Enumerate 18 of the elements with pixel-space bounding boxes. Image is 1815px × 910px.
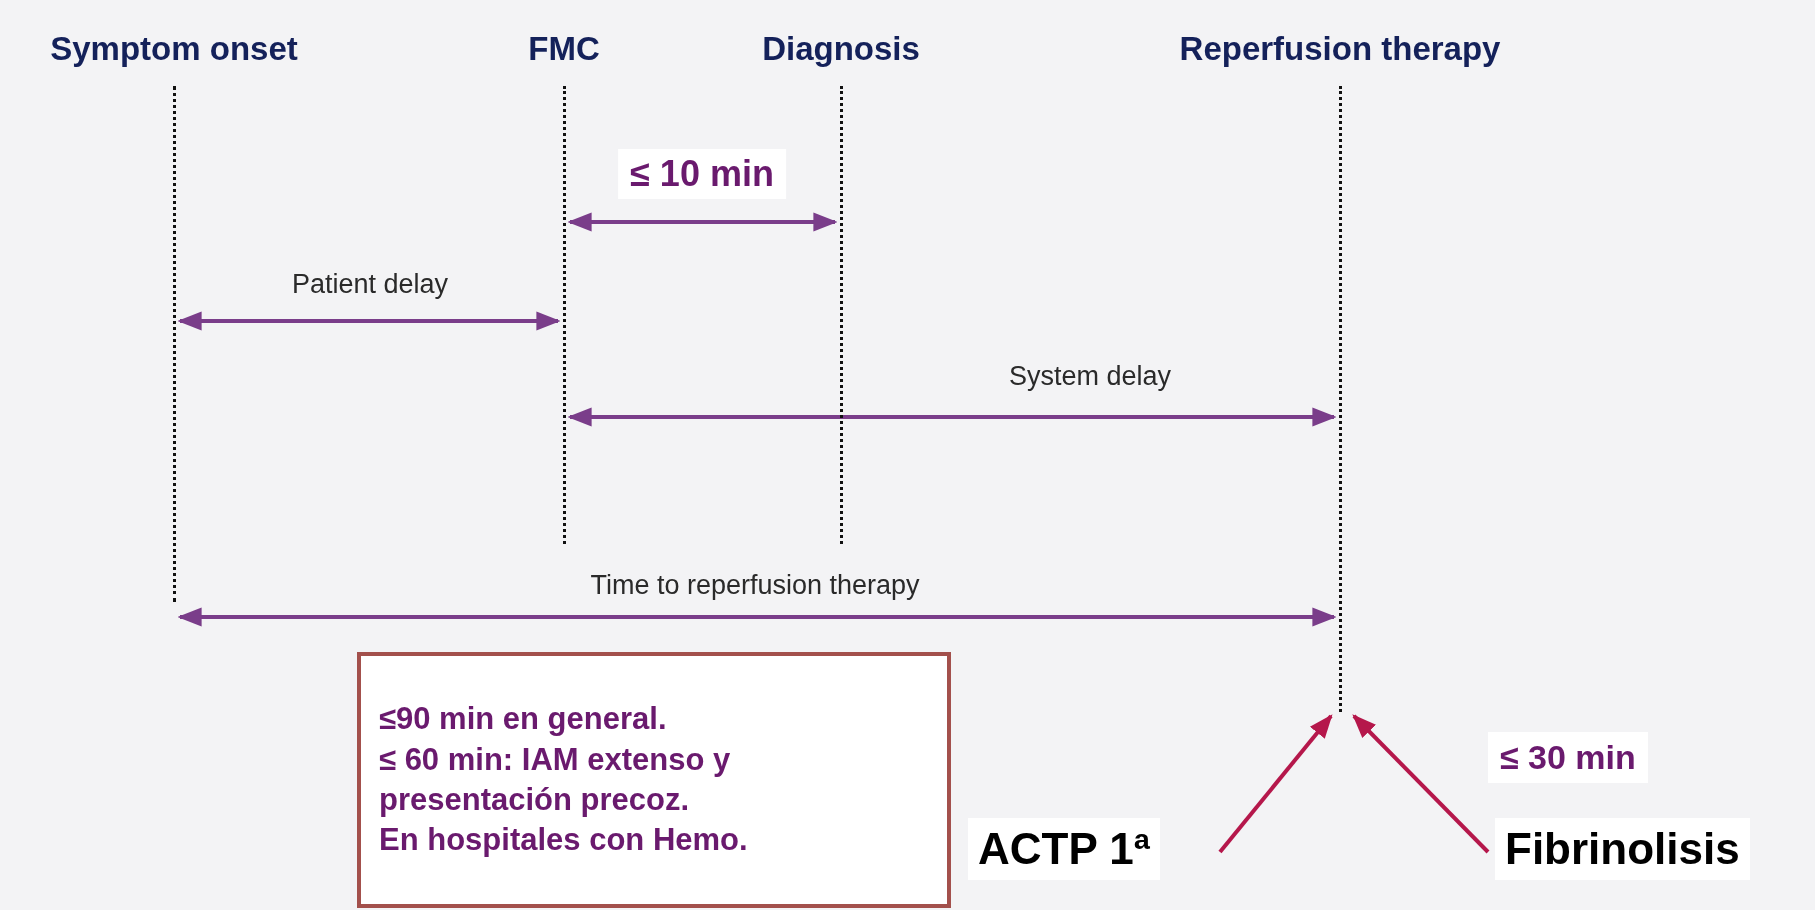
edge-label: ≤ 10 min bbox=[618, 149, 786, 199]
time-target-label: ≤ 30 min bbox=[1488, 732, 1648, 783]
note-text: En hospitales con Hemo. bbox=[379, 821, 749, 860]
arrow bbox=[567, 212, 838, 232]
arrow bbox=[1218, 714, 1333, 854]
timepoint-label: Diagnosis bbox=[762, 30, 920, 68]
arrow bbox=[567, 407, 1337, 427]
note-text: ≤90 min en general. bbox=[379, 700, 668, 739]
note-box bbox=[357, 652, 951, 908]
note-text: ≤ 60 min: IAM extenso y presentación precoz. bbox=[379, 740, 732, 819]
timepoint-label: FMC bbox=[528, 30, 600, 68]
strategy-label: Fibrinolisis bbox=[1495, 818, 1750, 880]
arrow bbox=[1352, 714, 1490, 854]
timepoint-label: Reperfusion therapy bbox=[1179, 30, 1501, 68]
arrow bbox=[177, 607, 1337, 627]
arrow bbox=[177, 311, 561, 331]
timepoint-label: Symptom onset bbox=[50, 30, 298, 68]
strategy-label: ACTP 1ª bbox=[968, 818, 1160, 880]
